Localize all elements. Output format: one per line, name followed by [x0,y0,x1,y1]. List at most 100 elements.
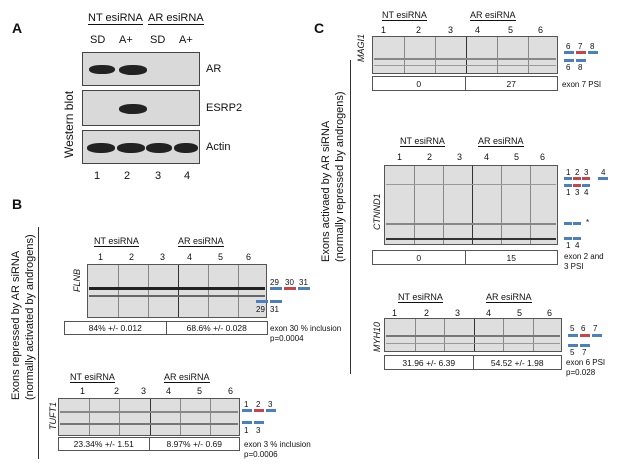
myh10-value-nt: 31.96 +/- 6.39 [402,357,456,368]
blot-label-actin: Actin [206,141,231,153]
blot-label-esrp2: ESRP2 [206,102,243,114]
ctnnd1-exon-4: 4 [601,168,606,177]
panel-b-divider [38,227,39,459]
panel-a-letter: A [12,20,23,36]
ctnnd1-exon-1: 1 [566,168,571,177]
ctnnd1-lane-3: 3 [457,152,463,162]
magi1-gene-label: MAGI1 [356,33,366,62]
flnb-exon-29: 29 [270,278,279,287]
panel-c-side-label-1: Exons activaed by AR siRNA [320,120,332,262]
tuft1-inclusion-table: 23.34% +/- 1.51 8.97% +/- 0.69 [58,437,240,451]
lane-number-3: 3 [155,170,162,182]
flnb-group1: NT esiRNA [94,236,139,247]
tuft1-gene-label: TUFT1 [48,402,58,430]
magi1-lane-1: 1 [381,25,387,35]
tuft1-lane-1: 1 [80,386,86,396]
ctnnd1-lane-4: 4 [484,152,490,162]
myh10-value-ar: 54.52 +/- 1.98 [472,356,562,369]
flnb-inclusion-table: 84% +/- 0.012 68.6% +/- 0.028 [64,321,268,335]
tuft1-group1: NT esiRNA [70,372,115,383]
flnb-lane-3: 3 [160,252,166,262]
flnb-lane-6: 6 [246,252,252,262]
ctnnd1-value-nt: 0 [416,252,422,263]
ctnnd1-mid-exon-4: 4 [584,188,589,197]
myh10-exon-7: 7 [593,324,598,333]
flnb-gene-label: FLNB [72,268,82,292]
ctnnd1-star: * [586,218,590,227]
ctnnd1-gene-label: CTNND1 [372,193,382,230]
myh10-lane-4: 4 [486,308,492,318]
panel-a-group2: AR esiRNA [148,12,204,25]
flnb-value-ar: 68.6% +/- 0.028 [165,322,268,334]
magi1-psi-table: 0 27 [372,76,558,91]
ctnnd1-exon-2: 2 [575,168,580,177]
magi1-group1: NT esiRNA [382,10,427,21]
magi1-gel [372,36,558,74]
lane-number-2: 2 [124,170,131,182]
flnb-lane-5: 5 [218,252,224,262]
magi1-exon-7: 7 [578,42,583,51]
myh10-lane-5: 5 [517,308,523,318]
panel-c-side-label-2: (normally repressed by androgens) [334,91,346,262]
blot-ar [82,52,200,86]
ctnnd1-note-1: exon 2 and [564,252,604,261]
flnb-exon-31: 31 [299,278,308,287]
myh10-group1: NT esiRNA [398,292,443,303]
myh10-lane-2: 2 [424,308,430,318]
myh10-pval: p=0.028 [566,368,596,377]
myh10-note: exon 6 PSI [566,358,606,367]
tuft1-exon-skip-3: 3 [256,426,261,435]
blot-esrp2 [82,90,200,126]
blot-label-ar: AR [206,63,222,75]
myh10-exon-6: 6 [581,324,586,333]
tuft1-exon-2: 2 [256,400,261,409]
myh10-psi-table: 31.96 +/- 6.39 54.52 +/- 1.98 [384,355,562,370]
flnb-lane-4: 4 [187,252,193,262]
myh10-lane-6: 6 [547,308,553,318]
tuft1-exon-skip-1: 1 [244,426,249,435]
tuft1-lane-4: 4 [166,386,172,396]
tuft1-pval: p=0.0006 [244,450,278,459]
magi1-group2: AR esiRNA [470,10,516,21]
ctnnd1-group2: AR esiRNA [478,136,524,147]
western-blot-label: Western blot [62,90,76,158]
magi1-value-nt: 0 [416,78,422,89]
magi1-exon-8: 8 [590,42,595,51]
magi1-exon-skip-6: 6 [566,63,571,72]
magi1-exon-skip-8: 8 [578,63,583,72]
lane-header-1: SD [90,34,106,46]
panel-b-side-label-1: Exons repressed by AR siRNA [10,250,22,400]
myh10-lane-1: 1 [392,308,398,318]
ctnnd1-lane-6: 6 [540,152,546,162]
ctnnd1-lane-2: 2 [427,152,433,162]
ctnnd1-skip-exon-4: 4 [575,241,580,250]
panel-b-side-label-2: (normally activated by androgens) [24,234,36,400]
lane-header-4: A+ [179,34,193,46]
flnb-pval: p=0.0004 [270,334,304,343]
blot-actin [82,130,200,164]
tuft1-lane-6: 6 [228,386,234,396]
ctnnd1-exon-3: 3 [584,168,589,177]
magi1-lane-3: 3 [448,25,454,35]
tuft1-gel [58,398,240,436]
magi1-lane-4: 4 [475,25,481,35]
tuft1-value-nt: 23.34% +/- 1.51 [73,439,134,449]
ctnnd1-psi-table: 0 15 [372,250,558,265]
myh10-exon-skip-7: 7 [582,348,587,357]
tuft1-lane-5: 5 [197,386,203,396]
panel-c-divider [350,60,351,374]
tuft1-note: exon 3 % inclusion [244,440,311,449]
magi1-lane-2: 2 [416,25,422,35]
myh10-exon-5: 5 [570,324,575,333]
flnb-exon-skip-29: 29 [256,305,265,314]
flnb-exon-skip-31: 31 [270,305,279,314]
panel-a-group1: NT esiRNA [88,12,143,25]
myh10-lane-3: 3 [455,308,461,318]
lane-number-1: 1 [94,170,101,182]
panel-b-letter: B [12,196,23,212]
flnb-group2: AR esiRNA [178,236,224,247]
flnb-note: exon 30 % inclusion [270,324,342,333]
ctnnd1-value-ar: 15 [464,251,558,264]
magi1-value-ar: 27 [464,77,558,90]
flnb-exon-30: 30 [285,278,294,287]
